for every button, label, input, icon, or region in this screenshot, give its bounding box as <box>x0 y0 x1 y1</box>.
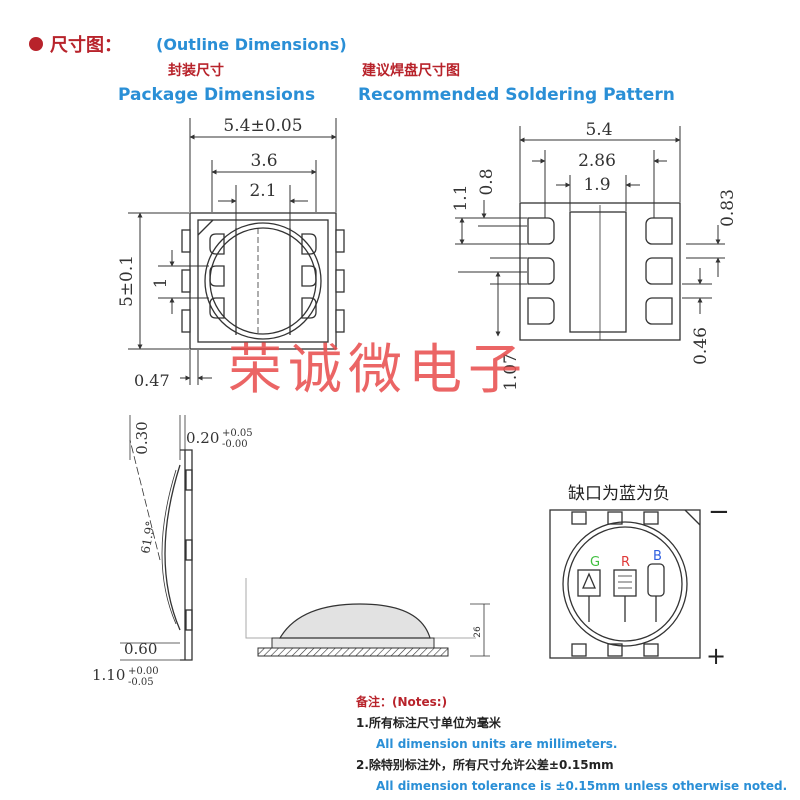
dim-solder-inner: 2.86 <box>578 151 616 171</box>
polarity-g-label: G <box>590 555 600 570</box>
polarity-minus: − <box>708 497 730 527</box>
watermark-text: 荣诚微电子 <box>228 338 528 401</box>
package-title-cn: 封装尺寸 <box>168 62 224 79</box>
polarity-label: 缺口为蓝为负 <box>568 484 670 504</box>
package-top-view <box>181 212 345 350</box>
dim-package-width: 5.4±0.05 <box>223 116 302 136</box>
solder-title-en: Recommended Soldering Pattern <box>358 85 675 105</box>
package-title-en: Package Dimensions <box>118 85 315 105</box>
dim-package-edge: 0.47 <box>134 371 170 390</box>
dim-solder-bottom: 0.46 <box>691 327 711 365</box>
dim-side-total: 1.10 <box>92 666 125 684</box>
dim-solder-pitch: 1.07 <box>501 353 521 391</box>
dim-side-thick: 0.20 <box>186 429 219 447</box>
bullet-icon <box>29 37 43 51</box>
note-2-en: All dimension tolerance is ±0.15mm unles… <box>376 779 787 793</box>
polarity-view <box>549 509 701 659</box>
polarity-r-label: R <box>621 555 630 570</box>
dim-package-height: 5±0.1 <box>117 255 137 307</box>
dim-side-thick-tol-down: -0.00 <box>222 439 248 450</box>
dim-solder-width: 5.4 <box>585 120 612 140</box>
dim-solder-pad-w: 0.8 <box>477 168 497 195</box>
note-2-cn: 2.除特别标注外，所有尺寸允许公差±0.15mm <box>356 757 614 772</box>
lens-cross-section <box>245 578 490 657</box>
notes-title: 备注：(Notes:) <box>355 694 447 709</box>
solder-dimension-lines <box>455 126 725 337</box>
side-profile-view <box>120 415 193 661</box>
dim-side-angle: 61.9° <box>138 520 157 555</box>
dim-solder-pad-len: 1.1 <box>451 184 471 211</box>
dim-solder-gap: 0.83 <box>718 189 738 227</box>
section-subtitle: (Outline Dimensions) <box>156 35 347 54</box>
polarity-plus: + <box>706 642 726 670</box>
dim-side-thick-tol-up: +0.05 <box>222 428 253 439</box>
solder-title-cn: 建议焊盘尺寸图 <box>362 62 460 79</box>
dim-solder-center: 1.9 <box>583 175 610 195</box>
solder-pattern-view <box>519 202 681 341</box>
dim-side-top: 0.30 <box>133 421 151 454</box>
dim-lens-height: 26 <box>473 626 483 638</box>
note-1-en: All dimension units are millimeters. <box>376 737 617 751</box>
dim-package-pad: 2.1 <box>249 181 276 201</box>
package-dimension-lines <box>128 118 337 385</box>
polarity-b-label: B <box>653 549 662 564</box>
dim-side-total-tol-down: -0.05 <box>128 677 154 688</box>
dim-package-inner: 3.6 <box>250 151 277 171</box>
section-title: 尺寸图： <box>50 34 122 56</box>
dim-package-pitch: 1 <box>151 278 171 289</box>
dim-side-base: 0.60 <box>124 640 157 658</box>
dim-side-total-tol-up: +0.00 <box>128 666 159 677</box>
note-1-cn: 1.所有标注尺寸单位为毫米 <box>356 715 502 730</box>
